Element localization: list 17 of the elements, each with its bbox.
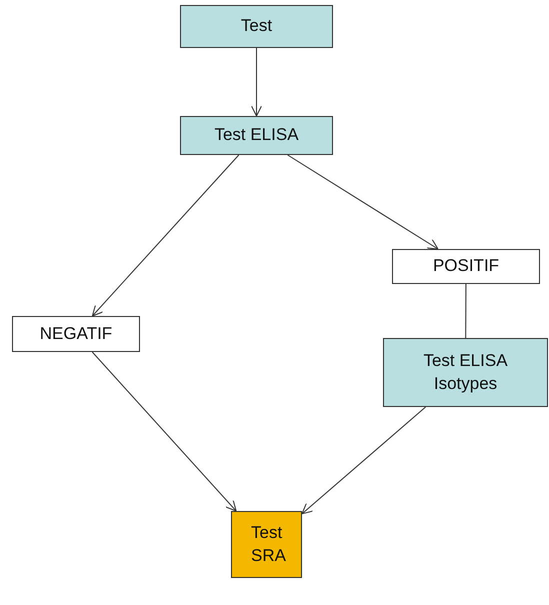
connector-line — [465, 284, 466, 338]
arrow — [302, 406, 426, 514]
node-label: POSITIF — [432, 255, 500, 278]
node-label: Test ELISA — [214, 124, 299, 146]
test-box — [180, 5, 333, 48]
test-box — [180, 116, 333, 155]
test-box — [383, 338, 548, 407]
arrow — [251, 48, 262, 116]
result-box — [392, 249, 540, 284]
node-label: Test ELISA Isotypes — [422, 350, 509, 394]
final-test-box — [231, 511, 302, 578]
result-box — [12, 316, 140, 352]
arrow — [92, 352, 237, 512]
node-label: NEGATIF — [40, 322, 112, 345]
arrow — [92, 154, 240, 316]
arrow — [287, 154, 439, 250]
node-label: Test — [240, 15, 272, 38]
